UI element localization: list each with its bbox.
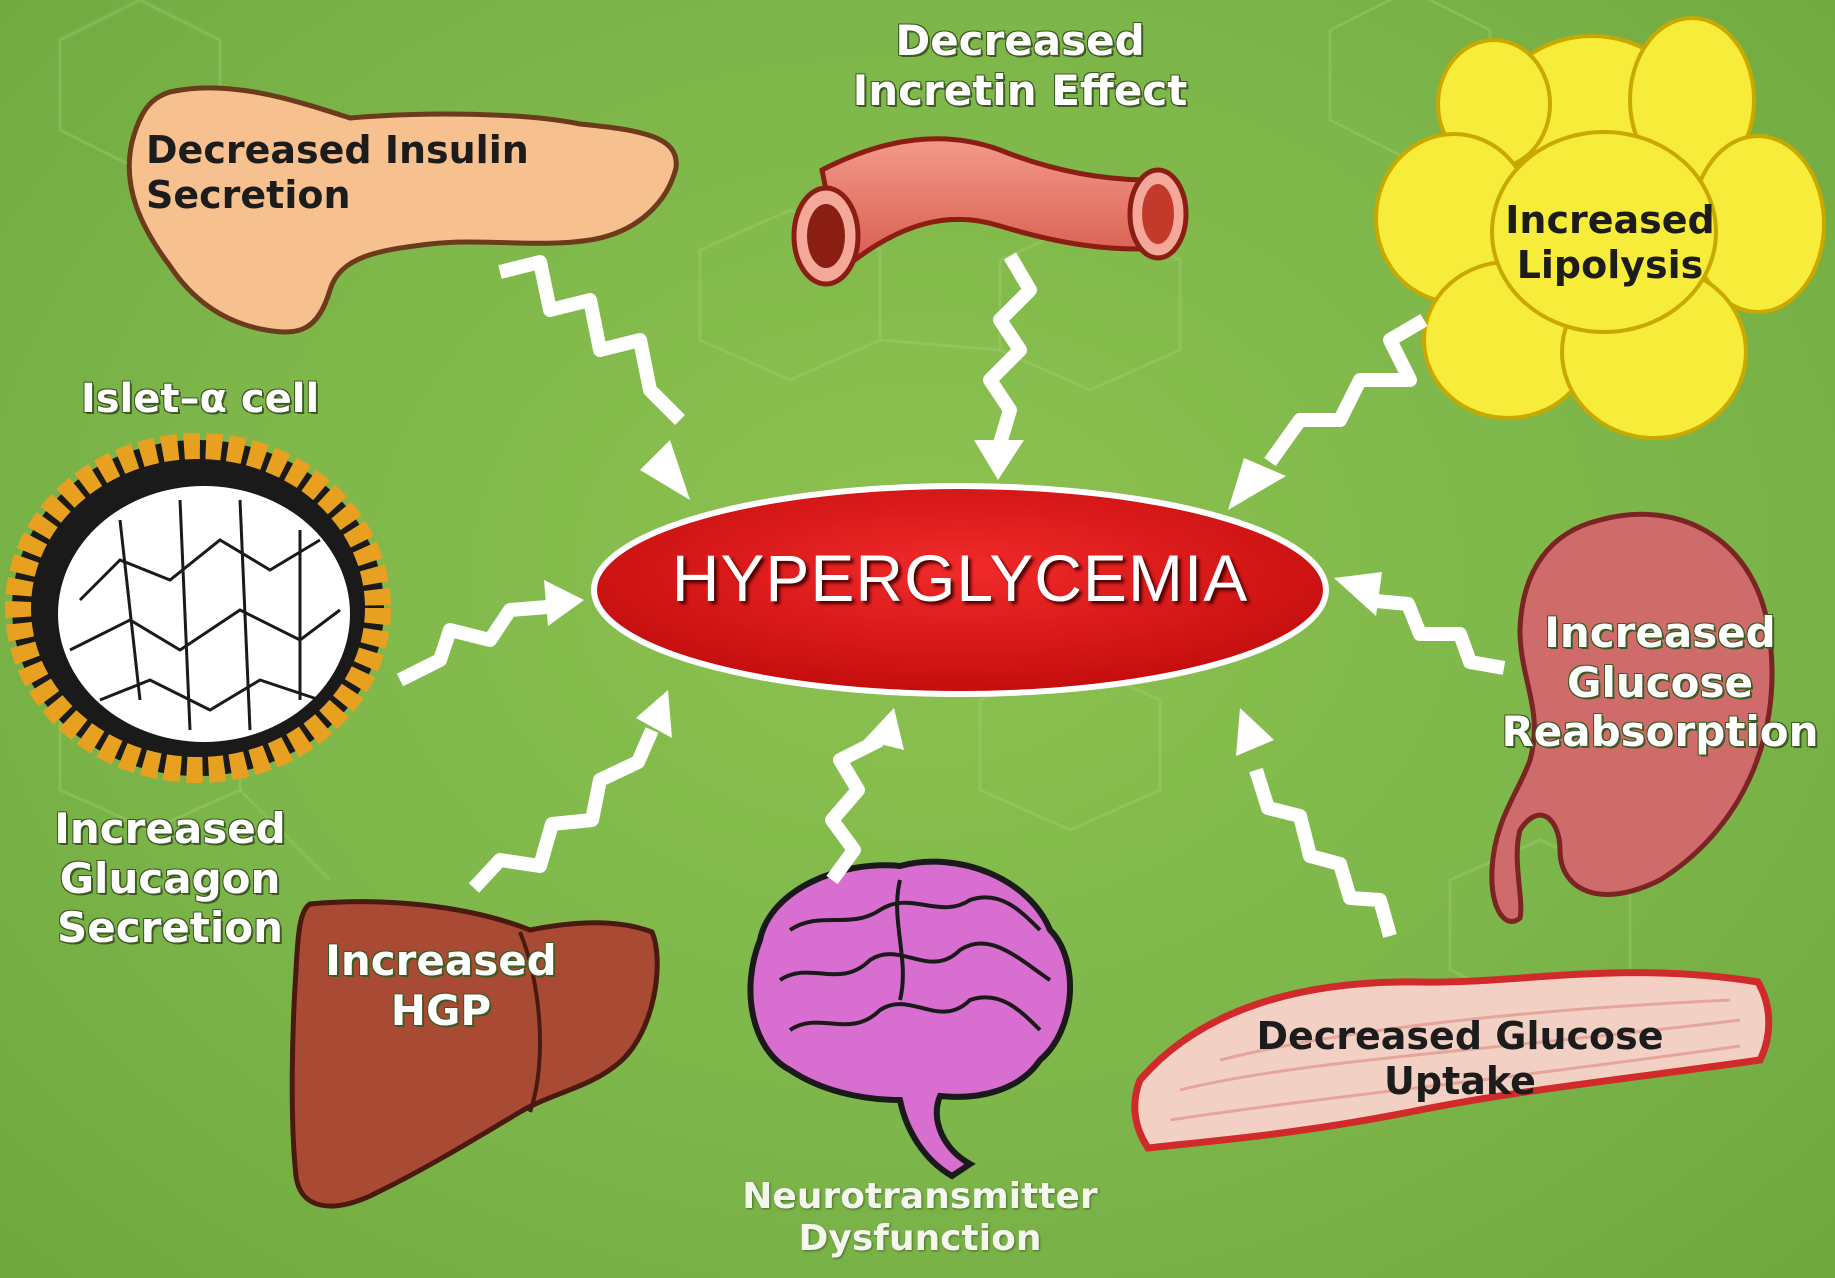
arrowhead-incretin — [974, 440, 1024, 480]
arrowhead-lipolysis — [1228, 458, 1286, 510]
arrow-from-brain — [832, 740, 880, 880]
arrowhead-islet — [544, 580, 584, 626]
intestine-icon — [794, 139, 1186, 284]
arrowhead-reabsorption — [1334, 572, 1382, 616]
arrowhead-liver — [636, 690, 672, 738]
label-islet: Islet–α cell — [50, 376, 350, 423]
arrowhead-pancreas — [640, 440, 690, 500]
arrowhead-muscle — [1236, 708, 1274, 756]
brain-icon — [750, 862, 1070, 1176]
arrow-from-muscle — [1256, 770, 1390, 936]
arrow-from-incretin — [990, 256, 1030, 450]
arrow-from-pancreas — [500, 262, 680, 420]
arrow-from-lipolysis — [1270, 320, 1424, 462]
arrow-from-islet — [400, 606, 560, 680]
center-title: HYPERGLYCEMIA — [600, 540, 1320, 616]
islet-icon — [12, 440, 384, 776]
arrow-from-reabsorption — [1366, 600, 1504, 668]
arrow-from-liver — [474, 730, 652, 888]
